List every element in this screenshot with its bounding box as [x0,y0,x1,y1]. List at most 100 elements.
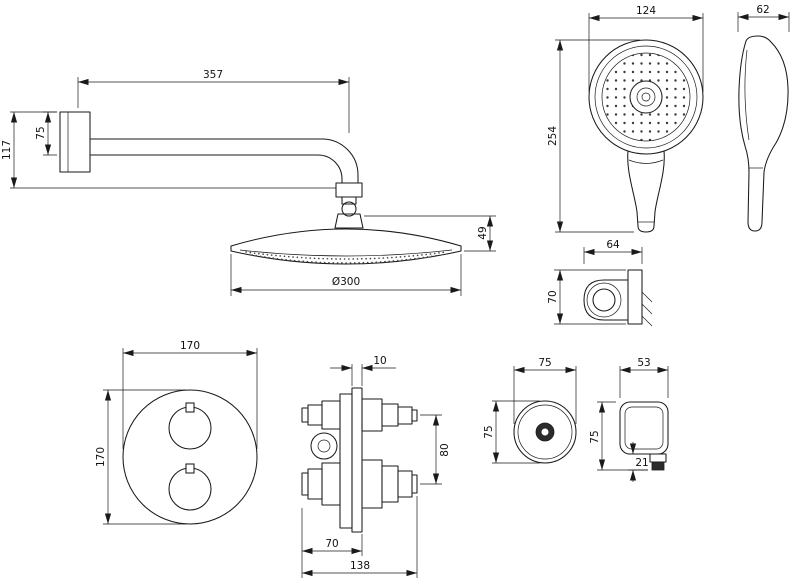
dim-label-outlet-height: 75 [589,430,601,443]
dim-head-thickness: 49 [364,215,496,252]
dim-label-valve-port-spacing: 80 [439,443,451,456]
handle-neck-line [628,159,664,164]
dim-label-valve-plate-thickness: 10 [373,355,386,367]
face-seam-line [744,49,750,141]
extension-lines [492,400,540,464]
dim-outlet-height: 75 [589,401,648,471]
extension-lines [77,77,350,133]
spray-face-edge [601,52,691,142]
lower-port-step [381,465,399,503]
hand-shower-side-view [738,35,789,232]
dim-label-control-width: 75 [538,357,551,369]
dim-arm-length: 357 [77,69,350,133]
dim-label-trim-plate-height: 170 [95,447,107,467]
extension-lines [513,366,577,424]
dim-label-valve-body-depth: 70 [325,538,338,550]
upper-port-step [381,403,399,427]
head-disc-outline [230,228,462,265]
arm-nut [335,182,363,198]
side-profile-outline [738,35,789,232]
dim-head-diameter: Ø300 [230,254,462,296]
shower-holder-bracket [583,269,653,327]
head-outer-circle [588,39,704,155]
lower-port-cap [411,474,418,494]
dim-label-hand-shower-height: 254 [547,126,559,146]
head-inner-rim [594,45,698,149]
lower-knob [168,467,212,511]
head-rim-line [239,249,453,257]
control-outer-circle [513,400,577,464]
upper-knob [168,406,212,450]
dim-label-valve-total-width: 138 [350,560,370,572]
shower-arm-assembly [59,111,364,229]
nozzle-dot-row [245,251,447,260]
thermostat-trim-plate [122,389,258,525]
hand-shower-front-view [588,39,704,233]
extension-lines [351,364,363,386]
extension-lines [10,111,336,189]
holder-wall-plate [627,269,643,325]
dim-valve-total-width: 138 [301,496,418,578]
dim-trim-plate-height: 170 [95,389,186,525]
dim-hand-shower-width: 124 [588,5,704,92]
outlet-spout [649,453,667,463]
extension-lines [122,348,258,449]
upper-port-cap [411,409,418,422]
dim-label-trim-plate-width: 170 [180,340,200,352]
control-inner-rim [517,404,573,460]
dim-arm-flange-height: 75 [35,111,57,156]
extension-lines [555,39,640,233]
extension-lines [364,215,496,252]
dim-label-outlet-width: 53 [637,357,650,369]
extension-lines [588,13,704,92]
dim-hand-shower-height: 254 [547,39,640,233]
extension-lines [103,389,186,525]
upper-port-step [397,406,413,425]
center-button-ring [636,87,656,107]
trim-plate-circle [122,389,258,525]
lower-union-step [321,462,341,506]
lower-union-step [307,468,323,500]
extension-lines [619,366,669,398]
body-slab [339,393,353,529]
cradle-hole [592,288,616,312]
cradle-outer-ring [586,282,622,318]
dim-holder-height: 70 [547,269,626,325]
dim-label-head-diameter: Ø300 [332,276,360,288]
extension-lines [554,269,626,325]
dim-outlet-spout: 21 [628,442,649,482]
handle-outline [627,150,665,233]
outlet-flange [619,401,669,455]
lower-port-step [397,470,413,498]
control-hub-center [541,428,549,436]
outlet-spout-tip [651,461,665,471]
wall-flange [59,111,91,173]
head-cone-connector [334,213,364,229]
lower-union-cap [301,472,309,496]
dim-label-holder-height: 70 [547,290,559,303]
arm-collar [341,196,357,205]
center-cap [629,80,663,114]
dim-label-outlet-spout: 21 [635,457,648,469]
dim-valve-body-depth: 70 [301,508,363,556]
arm-tube [89,138,359,184]
dim-control-height: 75 [483,400,540,464]
dim-arm-total-height: 117 [1,111,336,189]
round-control-escutcheon [513,400,577,464]
mounting-plate [351,387,363,533]
dim-label-arm-flange-height: 75 [35,126,47,139]
dim-label-control-height: 75 [483,425,495,438]
upper-union-cap [301,407,309,423]
dim-label-arm-total-height: 117 [1,140,13,160]
nozzle-dot-row [251,254,441,264]
dim-trim-plate-width: 170 [122,340,258,449]
upper-union-step [321,400,341,430]
dim-label-arm-length: 357 [203,69,223,81]
dim-outlet-width: 53 [619,357,669,398]
wall-hatch-lines [641,291,653,327]
center-button [641,92,651,102]
dim-label-hand-shower-width: 124 [636,5,656,17]
valve-cartridge-circle [310,432,338,460]
